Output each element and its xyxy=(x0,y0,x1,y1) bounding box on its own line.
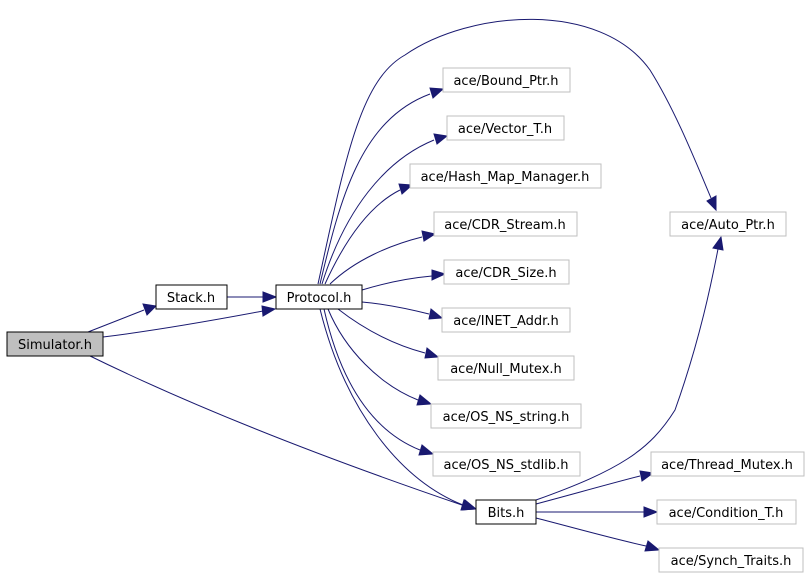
node-cdr-size-label: ace/CDR_Size.h xyxy=(455,266,556,281)
arrowhead-inet-addr xyxy=(428,308,444,320)
node-os-ns-string[interactable]: ace/OS_NS_string.h xyxy=(430,403,582,429)
edge-simulator-to-stack xyxy=(87,309,145,333)
edge-protocol-to-cdr-stream xyxy=(329,236,423,285)
node-vector-t[interactable]: ace/Vector_T.h xyxy=(446,115,565,141)
node-thread-mutex[interactable]: ace/Thread_Mutex.h xyxy=(650,451,805,477)
node-condition-t-label: ace/Condition_T.h xyxy=(669,506,784,521)
edge-bits-to-synch-traits xyxy=(535,517,647,547)
edge-protocol-to-os-ns-string xyxy=(327,308,419,401)
arrowhead-cdr-stream xyxy=(421,230,437,242)
node-condition-t[interactable]: ace/Condition_T.h xyxy=(656,499,797,525)
node-simulator[interactable]: Simulator.h xyxy=(6,331,104,357)
node-bound-ptr[interactable]: ace/Bound_Ptr.h xyxy=(442,67,571,93)
node-bits[interactable]: Bits.h xyxy=(475,499,537,525)
node-os-ns-stdlib-label: ace/OS_NS_stdlib.h xyxy=(444,458,569,473)
edge-protocol-to-bound-ptr xyxy=(319,93,431,285)
node-null-mutex[interactable]: ace/Null_Mutex.h xyxy=(437,355,575,381)
edge-protocol-to-null-mutex xyxy=(337,308,426,354)
nodes: Simulator.h Stack.h Protocol.h Bits.h ac… xyxy=(6,67,805,573)
arrowhead-vector-t xyxy=(433,133,449,145)
edge-protocol-to-os-ns-stdlib xyxy=(323,308,421,451)
node-thread-mutex-label: ace/Thread_Mutex.h xyxy=(661,458,793,473)
node-hash-map-manager[interactable]: ace/Hash_Map_Manager.h xyxy=(409,163,602,189)
arrowhead-bits-from-protocol xyxy=(461,499,478,511)
arrowhead-null-mutex xyxy=(424,347,440,359)
node-hash-map-manager-label: ace/Hash_Map_Manager.h xyxy=(421,170,590,185)
node-synch-traits[interactable]: ace/Synch_Traits.h xyxy=(658,547,804,573)
arrowhead-cdr-size xyxy=(431,269,447,281)
node-os-ns-stdlib[interactable]: ace/OS_NS_stdlib.h xyxy=(432,451,581,477)
node-stack-label: Stack.h xyxy=(167,291,215,306)
arrowhead-os-ns-string xyxy=(416,394,433,406)
arrowhead-os-ns-stdlib xyxy=(418,444,435,456)
arrowhead-auto-ptr-from-protocol xyxy=(706,195,717,212)
edge-protocol-to-bits xyxy=(319,308,464,506)
arrowhead-thread-mutex xyxy=(639,470,655,482)
arrowhead-protocol-from-stack xyxy=(262,291,278,303)
edge-protocol-to-auto-ptr xyxy=(317,18,712,285)
node-inet-addr[interactable]: ace/INET_Addr.h xyxy=(441,307,571,333)
node-bound-ptr-label: ace/Bound_Ptr.h xyxy=(453,74,558,89)
node-auto-ptr[interactable]: ace/Auto_Ptr.h xyxy=(669,211,787,237)
arrowhead-protocol-from-simulator xyxy=(261,305,277,317)
node-os-ns-string-label: ace/OS_NS_string.h xyxy=(443,410,570,425)
edge-protocol-to-hash-map-manager xyxy=(324,189,401,285)
node-cdr-stream-label: ace/CDR_Stream.h xyxy=(444,218,566,233)
arrowhead-auto-ptr-from-bits xyxy=(712,235,724,251)
arrowhead-condition-t xyxy=(643,506,659,518)
edges xyxy=(87,18,724,552)
arrowhead-bound-ptr xyxy=(429,87,445,99)
edge-protocol-to-cdr-size xyxy=(361,275,433,291)
node-bits-label: Bits.h xyxy=(488,506,525,521)
edge-protocol-to-inet-addr xyxy=(361,301,430,315)
node-protocol-label: Protocol.h xyxy=(287,291,352,306)
edge-protocol-to-vector-t xyxy=(321,139,435,285)
edge-simulator-to-bits xyxy=(87,354,463,506)
node-stack[interactable]: Stack.h xyxy=(155,284,228,310)
edge-bits-to-auto-ptr xyxy=(535,248,719,501)
node-simulator-label: Simulator.h xyxy=(18,338,92,353)
arrowhead-stack xyxy=(142,303,158,316)
arrowhead-hash-map-manager xyxy=(398,183,414,195)
edge-simulator-to-protocol xyxy=(102,310,264,338)
edge-bits-to-thread-mutex xyxy=(535,475,641,505)
node-auto-ptr-label: ace/Auto_Ptr.h xyxy=(681,218,775,233)
node-cdr-stream[interactable]: ace/CDR_Stream.h xyxy=(433,211,578,237)
node-vector-t-label: ace/Vector_T.h xyxy=(458,122,552,137)
node-synch-traits-label: ace/Synch_Traits.h xyxy=(671,554,792,569)
node-protocol[interactable]: Protocol.h xyxy=(275,284,363,310)
node-cdr-size[interactable]: ace/CDR_Size.h xyxy=(443,259,570,285)
node-null-mutex-label: ace/Null_Mutex.h xyxy=(450,362,562,377)
node-inet-addr-label: ace/INET_Addr.h xyxy=(453,314,558,329)
arrowhead-synch-traits xyxy=(644,540,661,552)
